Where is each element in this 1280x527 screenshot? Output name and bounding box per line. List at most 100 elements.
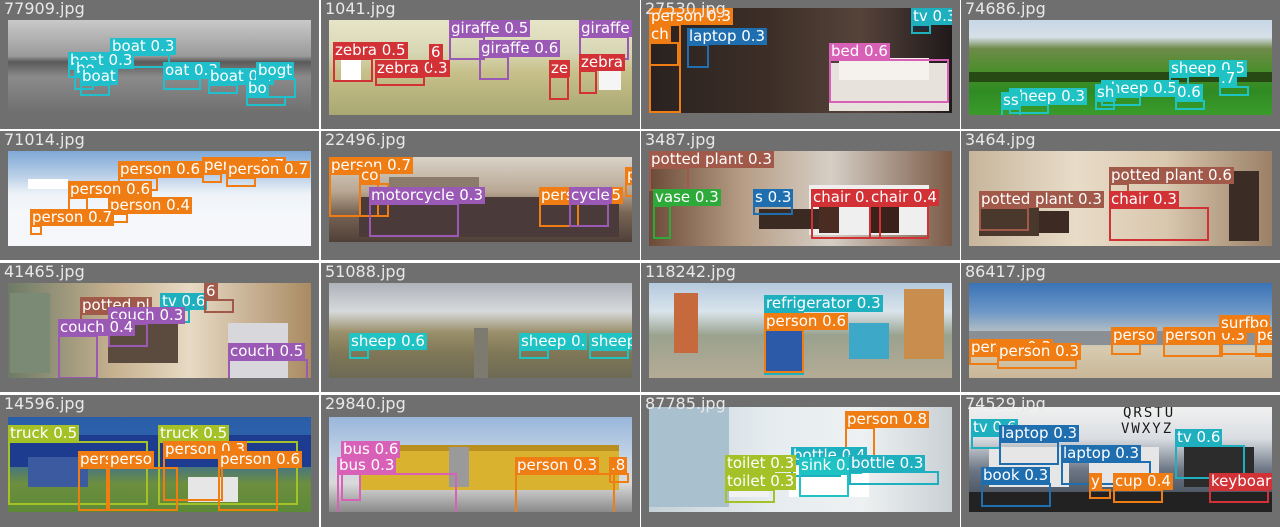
scene-object	[449, 447, 469, 487]
detection-box	[589, 349, 629, 359]
detection-box	[969, 355, 999, 365]
scene-object	[1039, 211, 1069, 233]
detection-box	[799, 473, 849, 497]
file-name: 71014.jpg	[4, 131, 85, 149]
file-name: 74529.jpg	[965, 395, 1046, 413]
detection-label: person 0.7	[329, 157, 414, 174]
detection-label: 6	[204, 283, 218, 300]
detection-label: sh	[1095, 83, 1117, 101]
detection-box	[1001, 108, 1021, 115]
detection-label: sink 0.6	[799, 456, 862, 474]
scene-object	[674, 293, 698, 353]
detection-box	[549, 76, 569, 100]
scene-object	[839, 58, 929, 80]
detection-box	[226, 177, 256, 187]
detection-box	[653, 205, 671, 239]
file-name: 1041.jpg	[325, 0, 396, 18]
detection-label: potted plant 0.3	[649, 151, 774, 168]
file-name: 118242.jpg	[645, 263, 736, 281]
detection-label: toilet 0.3	[725, 454, 797, 472]
file-name: 14596.jpg	[4, 395, 85, 413]
detection-label: y	[1089, 472, 1102, 490]
detection-label: person 0.6	[118, 160, 203, 178]
detection-label: person 0.7	[30, 208, 115, 226]
detection-box	[997, 359, 1077, 369]
detection-label: person 0.3	[649, 8, 734, 25]
detection-box	[1219, 331, 1272, 355]
detection-label: person 0.6	[218, 450, 303, 468]
detection-box	[609, 473, 629, 483]
detection-box	[1089, 489, 1111, 499]
detection-label: pe	[625, 167, 632, 184]
detection-label: toilet 0.3	[725, 472, 797, 490]
detection-box	[753, 205, 793, 215]
file-name: 41465.jpg	[4, 263, 85, 281]
detection-box	[625, 183, 632, 197]
detection-box	[204, 299, 234, 313]
detection-label: person 0.6	[764, 312, 849, 330]
detection-label: couch 0.5	[228, 342, 306, 360]
detection-box	[218, 467, 278, 511]
detection-box	[108, 467, 178, 511]
detection-label: oat 0.3	[163, 61, 220, 79]
detection-label: sheep 0.3	[1009, 87, 1087, 105]
printed-text: QRSTU	[1123, 407, 1176, 421]
detection-label: s 0.3	[753, 188, 794, 206]
detection-label: bed 0.6	[829, 42, 890, 60]
detection-label: ss	[1001, 91, 1021, 109]
printed-text: VWXYZ	[1121, 421, 1174, 437]
detection-label: bottle 0.3	[849, 454, 926, 472]
detection-label: zebra	[579, 53, 625, 71]
detection-label: cup 0.4	[1113, 472, 1173, 490]
detection-label: sheep 0.	[519, 332, 588, 350]
detection-box	[1255, 343, 1272, 357]
detection-box	[202, 173, 222, 183]
detection-box	[349, 349, 369, 359]
detection-box	[246, 96, 286, 106]
detection-box	[337, 473, 457, 512]
detection-label: laptop 0.3	[999, 424, 1080, 442]
detection-box	[78, 467, 108, 511]
detection-box	[649, 24, 681, 113]
file-name: 77909.jpg	[4, 0, 85, 18]
detection-label: giraffe 0.6	[479, 39, 561, 57]
detection-box	[849, 471, 939, 485]
detection-label: ch	[649, 25, 671, 43]
scene-object	[979, 206, 1039, 236]
file-name: 3464.jpg	[965, 131, 1036, 149]
detection-label: person 0.4	[108, 196, 193, 214]
detection-label: sheep	[589, 333, 632, 350]
detection-label: laptop 0.3	[1061, 444, 1142, 462]
detection-label: pers	[78, 450, 115, 468]
detection-box	[911, 24, 931, 34]
detection-label: tv 0.3	[911, 8, 952, 25]
file-name: 51088.jpg	[325, 263, 406, 281]
detection-label: pe	[1255, 327, 1272, 344]
detection-box	[829, 59, 949, 103]
detection-box	[579, 70, 597, 94]
detection-box	[539, 203, 579, 227]
detection-label: ze	[549, 59, 571, 77]
detection-box	[30, 225, 42, 235]
detection-box	[58, 335, 98, 378]
detection-label: chair 0.3	[1109, 190, 1179, 208]
scene-object	[969, 72, 1272, 82]
